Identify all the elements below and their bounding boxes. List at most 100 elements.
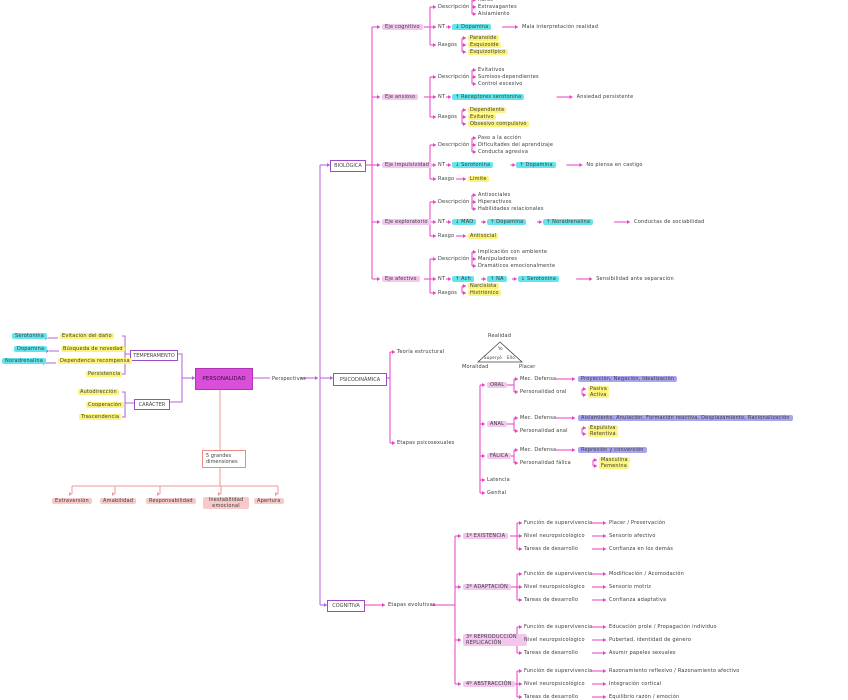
arrow-head-icon (392, 350, 395, 354)
cinco-grandes-node[interactable]: 5 grandes dimensiones (202, 450, 246, 468)
row-key: Nivel neuropsicológico (524, 637, 585, 643)
biologica-node[interactable]: BIOLÓGICA (330, 160, 366, 172)
cognitiva-node[interactable]: COGNITIVA (327, 600, 365, 612)
arrow-head-icon (519, 534, 522, 538)
row-value: Razonamiento reflexivo / Razonamiento af… (609, 668, 740, 674)
arrow-head-icon (433, 177, 436, 181)
arrow-head-icon (579, 163, 583, 167)
row-value: Asumir papeles sexuales (609, 650, 676, 656)
rasgos-label: Rasgo (438, 233, 455, 239)
arrow-head-icon (458, 534, 461, 538)
connector (168, 353, 183, 403)
structural-triangle (476, 341, 524, 363)
row-value: Confianza en los demás (609, 546, 674, 552)
psicodinamica-node[interactable]: PSICODINÁMICA (333, 373, 387, 386)
nt-badge: ↓ MAO (452, 219, 477, 225)
arrow-head-icon (603, 638, 606, 642)
cinco-grandes-label: 5 grandes dimensiones (206, 453, 238, 465)
arrow-head-icon (473, 143, 476, 147)
rasgo-item: Límite (468, 176, 489, 182)
descripcion-item: Hiperactivos (478, 199, 512, 205)
arrow-head-icon (583, 426, 586, 430)
arrow-head-icon (473, 264, 476, 268)
temperamento-label: TEMPERAMENTO (133, 352, 175, 359)
temperamento-node[interactable]: TEMPERAMENTO (130, 350, 178, 361)
nt-badge: ↑ Dopamina (516, 162, 556, 168)
descripcion-item: Paso a la acción (478, 135, 522, 141)
arrow-head-icon (112, 492, 115, 496)
rasgo-item: Evitativo (468, 114, 496, 120)
nt-badge: ↑ Noradrenalina (543, 219, 594, 225)
temperamento-item: Búsqueda de novedad (61, 346, 125, 352)
descripcion-item: Habilidades relacionales (478, 206, 544, 212)
arrow-head-icon (569, 95, 573, 99)
eje-label: Eje afectivo (382, 276, 420, 282)
caracter-node[interactable]: CARÁCTER (134, 399, 170, 410)
row-key: Función de supervivencia (524, 520, 593, 526)
arrow-head-icon (448, 163, 451, 167)
arrow-head-icon (482, 422, 485, 426)
descripcion-item: Antisociales (478, 192, 511, 198)
descripcion-item: Aislamiento (478, 11, 510, 17)
etapas-label: Etapas psicosexuales (397, 440, 455, 446)
descripcion-label: Descripción (438, 142, 470, 148)
etapa-label: 3º REPRODUCCIÓN REPLICACIÓN (463, 634, 527, 646)
row-key: Función de supervivencia (524, 571, 593, 577)
row-key: Nivel neuropsicológico (524, 584, 585, 590)
mec-label: Mec. Defensa (520, 447, 557, 453)
personalidad-item: Retentiva (588, 431, 618, 437)
arrow-head-icon (515, 448, 518, 452)
nt-result: Ansiedad persistente (576, 94, 634, 100)
arrow-head-icon (603, 534, 606, 538)
personalidad-item: Expulsiva (588, 425, 618, 431)
arrow-head-icon (515, 390, 518, 394)
descripcion-item: Dramáticos emocionalmente (478, 263, 556, 269)
dimension-item: Extraversión (52, 498, 92, 504)
arrow-head-icon (433, 163, 436, 167)
arrow-head-icon (473, 0, 476, 2)
arrow-head-icon (433, 115, 436, 119)
arrow-head-icon (69, 492, 72, 496)
arrow-head-icon (463, 122, 466, 126)
personalidad-label: Personalidad fálica (520, 460, 571, 466)
arrow-head-icon (519, 598, 522, 602)
arrow-head-icon (433, 75, 436, 79)
arrow-head-icon (458, 585, 461, 589)
arrow-head-icon (218, 492, 221, 496)
etapa-label: Genital (487, 490, 507, 496)
arrow-head-icon (515, 429, 518, 433)
nt-result: No piensa en castigo (586, 162, 643, 168)
triangle-right-label: Placer (519, 364, 536, 370)
row-value: Pubertad, identidad de género (609, 637, 692, 643)
temperamento-item: Persistencia (86, 371, 123, 377)
arrow-head-icon (463, 50, 466, 54)
arrow-head-icon (519, 521, 522, 525)
triangle-left-label: Moralidad (462, 364, 489, 370)
row-value: Integración cortical (609, 681, 662, 687)
rasgo-item: Esquizotípico (468, 49, 508, 55)
nt-badge: Dopamina (14, 346, 48, 352)
psicodinamica-label: PSICODINÁMICA (339, 376, 381, 383)
nt-badge: ↓ Dopamina (452, 24, 492, 30)
nt-badge: Noradrenalina (2, 358, 46, 364)
arrow-head-icon (519, 625, 522, 629)
arrow-head-icon (377, 25, 380, 29)
arrow-head-icon (463, 115, 466, 119)
descripcion-item: Control excesivo (478, 81, 523, 87)
arrow-head-icon (603, 651, 606, 655)
arrow-head-icon (458, 638, 461, 642)
eje-label: Eje cognitivo (382, 24, 423, 30)
arrow-head-icon (583, 393, 586, 397)
descripcion-item: Dificultades del aprendizaje (478, 142, 554, 148)
arrow-head-icon (377, 163, 380, 167)
etapa-label: FÁLICA (487, 453, 512, 459)
personalidad-node[interactable]: PERSONALIDAD (195, 368, 253, 390)
arrow-head-icon (324, 603, 327, 607)
arrow-head-icon (515, 377, 518, 381)
arrow-head-icon (473, 136, 476, 140)
arrow-head-icon (513, 277, 517, 281)
personalidad-item: Masculina (599, 457, 630, 463)
personalidad-item: Femenina (599, 463, 630, 469)
arrow-head-icon (463, 291, 466, 295)
arrow-head-icon (192, 376, 195, 380)
